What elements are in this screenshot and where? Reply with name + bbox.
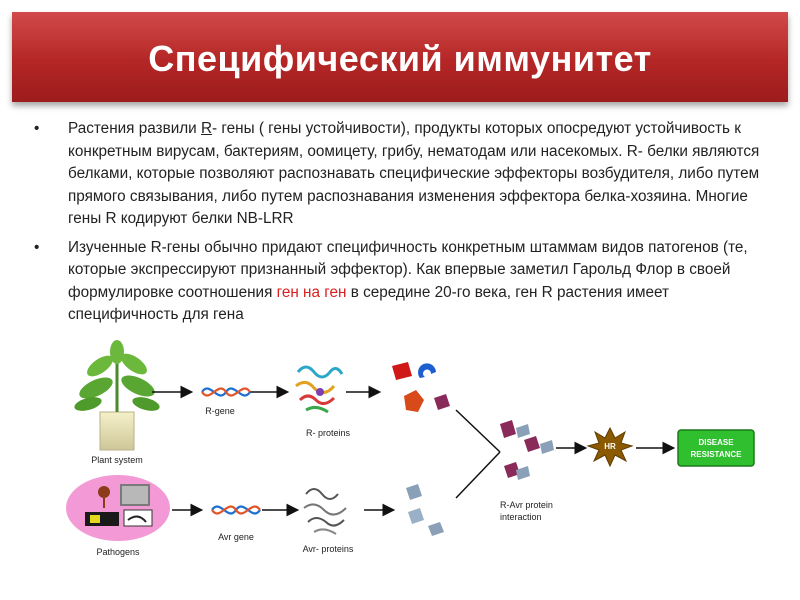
avr-gene-label: Avr gene xyxy=(218,532,254,542)
protein-shape-icon xyxy=(392,362,412,380)
plant-icon xyxy=(74,340,160,451)
bullet-item-2: • Изученные R-гены обычно придают специф… xyxy=(34,237,774,327)
converging-line-icon xyxy=(455,451,501,499)
resistance-pathway-diagram: Plant system Pathogens R-gene Avr gene R xyxy=(66,340,755,557)
protein-shape-icon xyxy=(434,394,450,410)
pathogens-icon xyxy=(66,475,170,541)
protein-shape-icon xyxy=(404,390,424,412)
gene-for-gene-highlight: ген на ген xyxy=(276,283,347,301)
hr-label: HR xyxy=(604,442,616,451)
interaction-label-line2: interaction xyxy=(500,512,542,522)
bullet-marker: • xyxy=(34,120,40,137)
protein-shape-icon xyxy=(428,522,444,536)
avr-protein-structure-icon xyxy=(303,488,347,535)
title-banner: Специфический иммунитет xyxy=(12,12,788,102)
slide-content: • Растения развили R- гены ( гены устойч… xyxy=(34,118,774,333)
interaction-label-line1: R-Avr protein xyxy=(500,500,553,510)
r-protein-structure-icon xyxy=(295,365,344,414)
protein-shape-icon xyxy=(418,363,436,378)
bullet-1-text-rest: - гены ( гены устойчивости), продукты ко… xyxy=(68,120,760,227)
r-gene-dna-icon xyxy=(201,387,251,397)
pathogens-label: Pathogens xyxy=(96,547,140,557)
bullet-2-text-rest: в середине 20-го века, ген R растения им… xyxy=(68,283,670,324)
r-avr-interaction-icon xyxy=(500,420,554,480)
avr-proteins-label: Avr- proteins xyxy=(303,544,354,554)
r-gene-label: R-gene xyxy=(205,406,235,416)
hr-burst-icon xyxy=(586,426,634,468)
bullet-1-text-start: Растения развили xyxy=(68,120,201,137)
slide-title: Специфический иммунитет xyxy=(148,38,652,79)
protein-shape-icon xyxy=(408,508,424,524)
avr-gene-dna-icon xyxy=(211,505,261,515)
disease-resistance-box xyxy=(677,429,755,467)
resistance-label: RESISTANCE xyxy=(691,450,743,459)
protein-shape-icon xyxy=(406,484,422,500)
r-protein-shapes xyxy=(392,362,450,412)
bullet-marker: • xyxy=(34,238,40,256)
avr-protein-shapes xyxy=(406,484,444,536)
bullet-1-underlined-r: R xyxy=(200,120,213,137)
disease-label: DISEASE xyxy=(698,438,734,447)
r-proteins-label: R- proteins xyxy=(306,428,351,438)
bullet-2-text-start: Изученные R-гены обычно придают специфич… xyxy=(68,238,748,301)
converging-line-icon xyxy=(455,409,501,453)
bullet-item-1: • Растения развили R- гены ( гены устойч… xyxy=(34,118,774,231)
plant-system-label: Plant system xyxy=(91,455,143,465)
